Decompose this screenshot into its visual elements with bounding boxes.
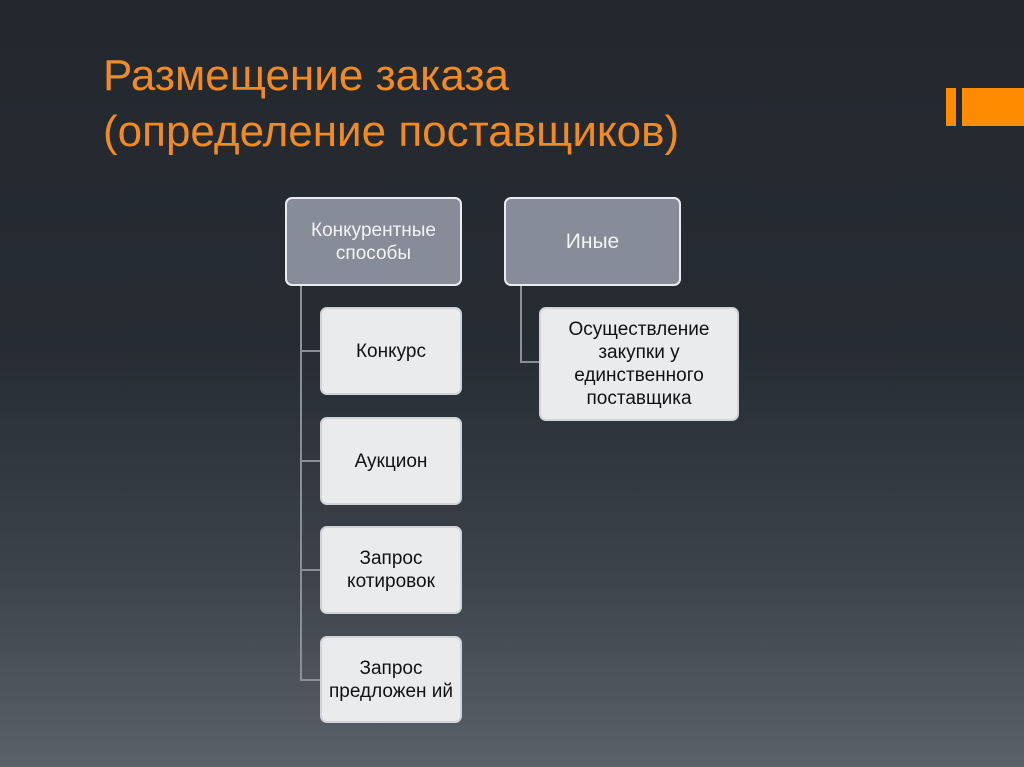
connector bbox=[300, 350, 320, 352]
item-label: Запрос предложен ий bbox=[328, 657, 454, 702]
item-konkurs: Конкурс bbox=[320, 307, 462, 395]
title-line-1: Размещение заказа bbox=[103, 51, 509, 100]
group-label: Конкурентные способы bbox=[311, 219, 436, 264]
group-competitive: Конкурентные способы bbox=[285, 197, 462, 286]
item-single-supplier: Осуществление закупки у единственного по… bbox=[539, 307, 739, 421]
item-label: Осуществление закупки у единственного по… bbox=[568, 319, 710, 409]
connector-right-vertical bbox=[520, 285, 522, 363]
item-label: Конкурс bbox=[355, 340, 426, 362]
connector bbox=[300, 460, 320, 462]
item-label: Запрос котировок bbox=[347, 548, 435, 592]
connector-left-vertical bbox=[300, 285, 302, 681]
group-label: Иные bbox=[565, 230, 620, 253]
connector bbox=[300, 679, 320, 681]
connector bbox=[300, 569, 320, 571]
title-line-2: (определение поставщиков) bbox=[103, 107, 680, 156]
slide-title: Размещение заказа (определение поставщик… bbox=[103, 48, 679, 160]
accent-bar-thick bbox=[962, 88, 1024, 126]
group-other: Иные bbox=[504, 197, 681, 286]
connector bbox=[520, 361, 539, 363]
item-proposals: Запрос предложен ий bbox=[320, 636, 462, 723]
accent-bar-thin bbox=[946, 88, 956, 126]
item-label: Аукцион bbox=[354, 450, 428, 472]
item-auction: Аукцион bbox=[320, 417, 462, 505]
item-quotations: Запрос котировок bbox=[320, 526, 462, 614]
